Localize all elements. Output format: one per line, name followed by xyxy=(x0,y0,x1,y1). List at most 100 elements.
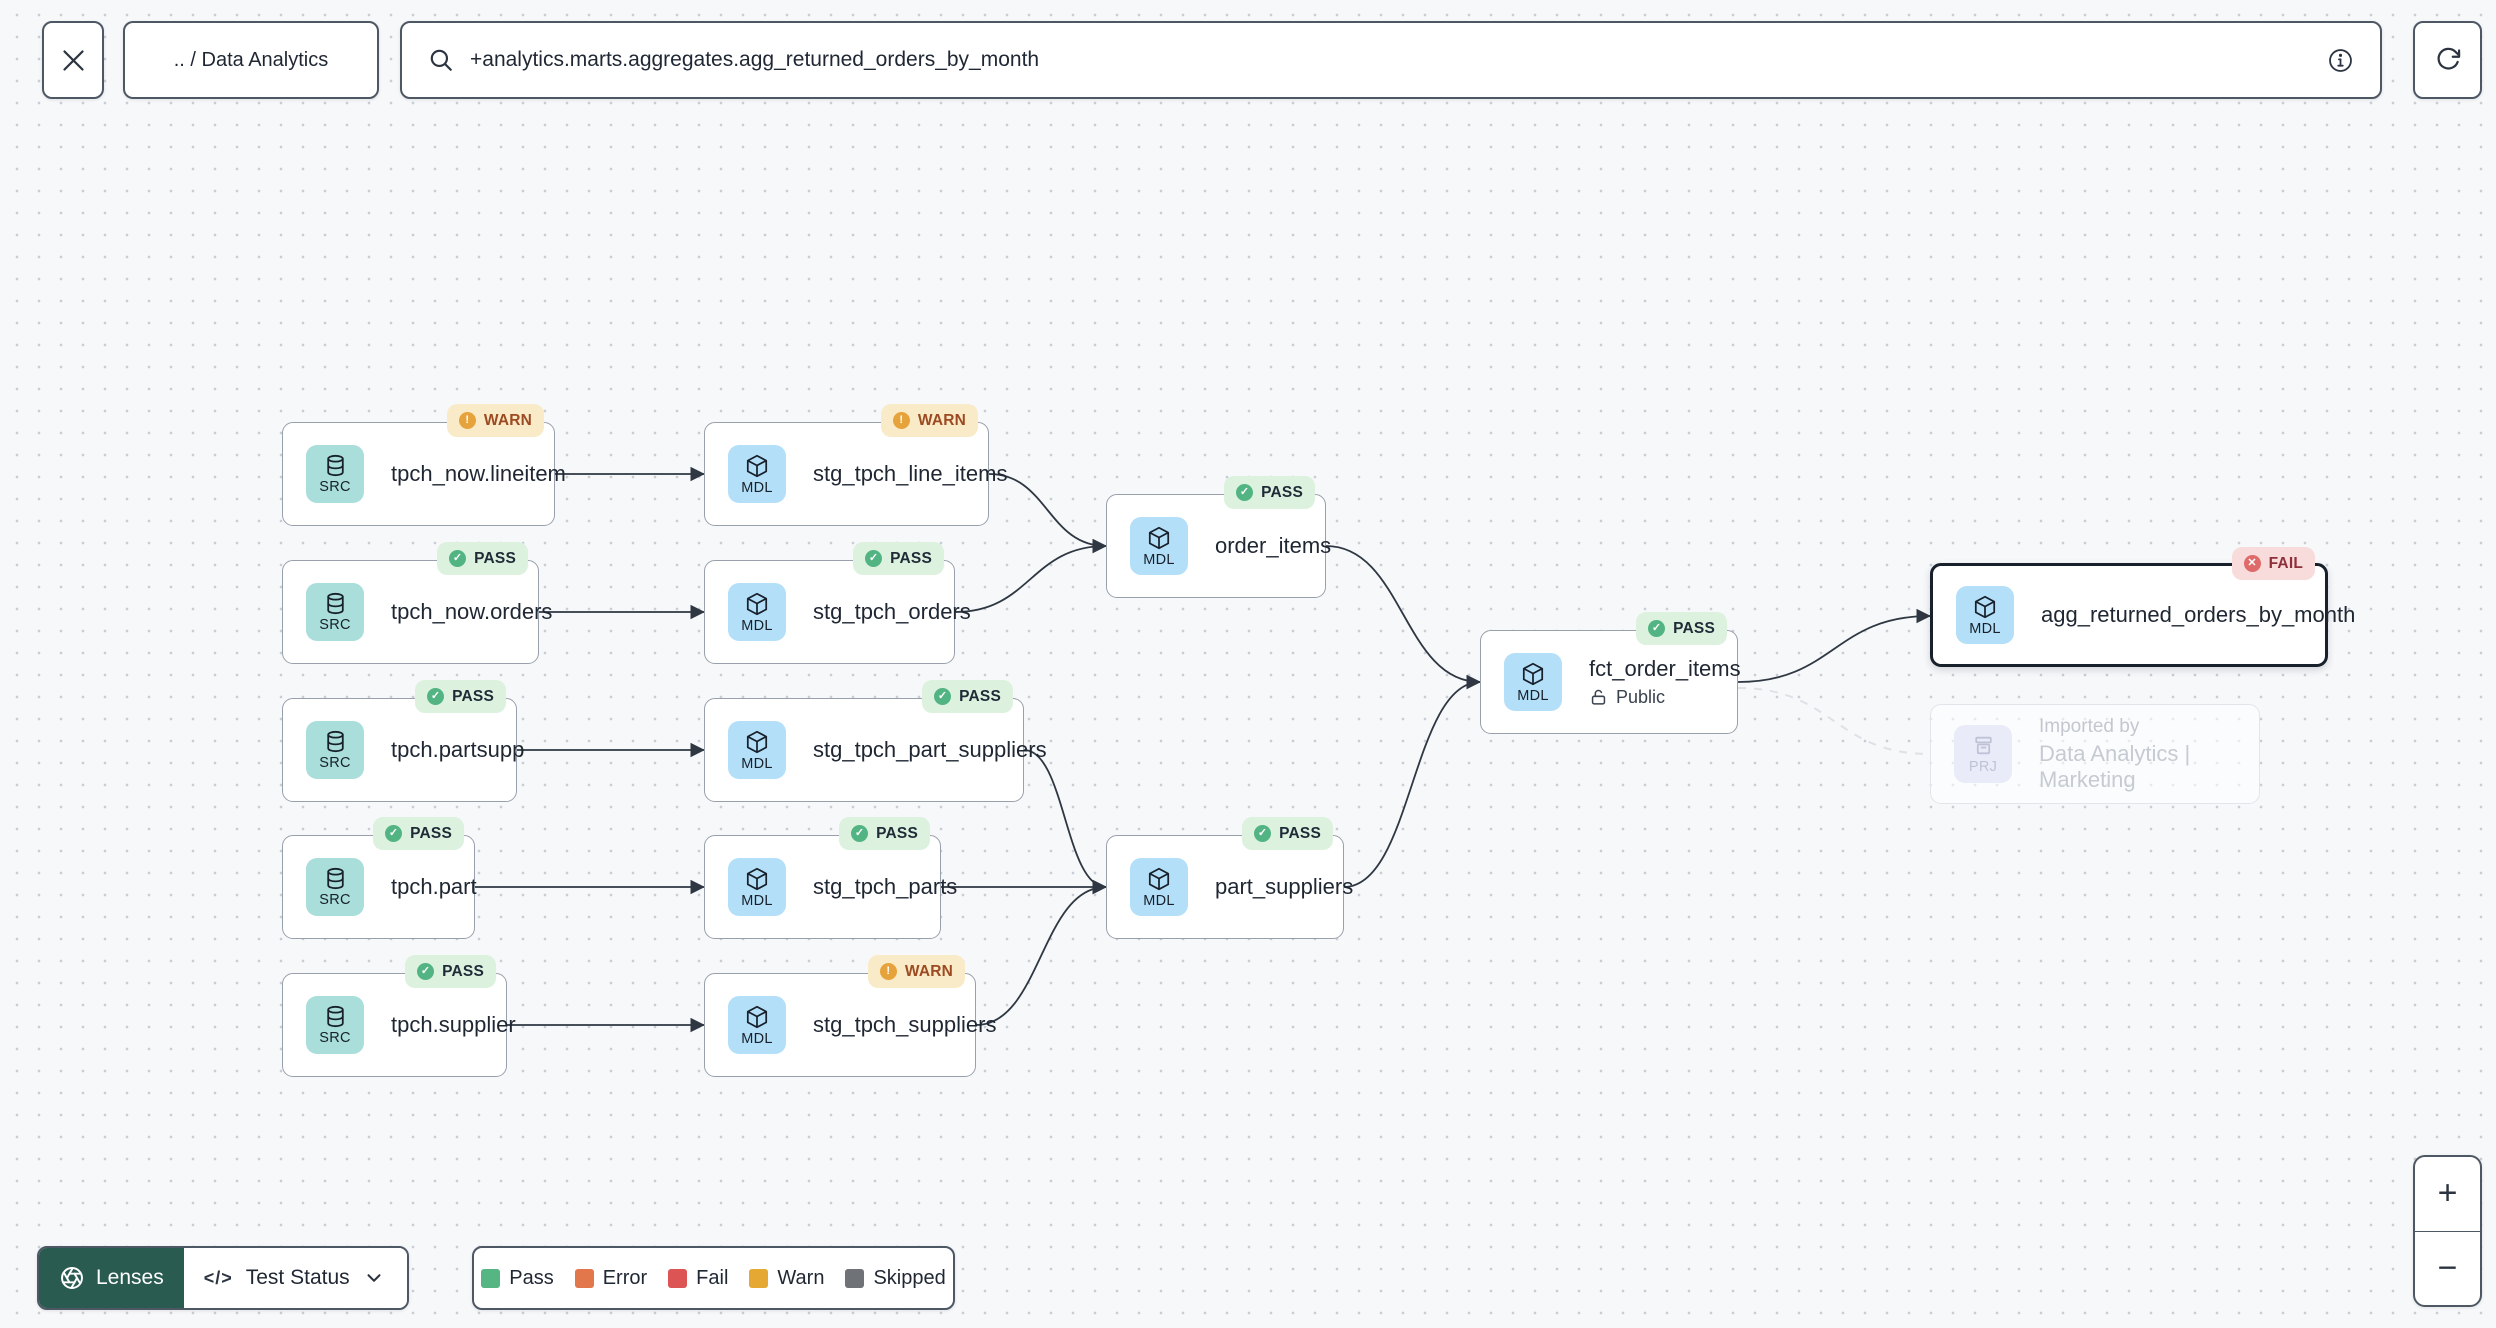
warn-status-icon: ! xyxy=(879,963,897,980)
status-badge-fail: ✕FAIL xyxy=(2231,547,2315,580)
cube-icon: MDL xyxy=(728,445,786,503)
access-label: Public xyxy=(1616,687,1666,707)
project-archive-icon: PRJ xyxy=(1954,725,2012,783)
cube-icon: MDL xyxy=(728,858,786,916)
cube-icon: MDL xyxy=(1130,517,1188,575)
imported-project-name: Data Analytics | Marketing xyxy=(2039,740,2191,792)
database-icon: SRC xyxy=(306,445,364,503)
cube-icon: MDL xyxy=(1956,586,2014,644)
lenses-button[interactable]: Lenses xyxy=(39,1248,184,1308)
status-badge-pass: ✓PASS xyxy=(437,542,528,575)
zoom-out-button[interactable]: − xyxy=(2437,1248,2458,1287)
warn-status-icon: ! xyxy=(458,412,476,429)
node-title: stg_tpch_parts xyxy=(813,874,958,899)
pass-status-icon: ✓ xyxy=(417,963,435,980)
warn-swatch xyxy=(749,1268,769,1288)
node-title: stg_tpch_line_items xyxy=(813,461,1008,486)
test-status-label: Test Status xyxy=(245,1266,350,1289)
node-title: tpch.partsupp xyxy=(391,737,525,762)
skipped-swatch xyxy=(845,1268,865,1288)
fail-status-icon: ✕ xyxy=(2243,555,2261,572)
node-title: tpch_now.orders xyxy=(391,599,553,624)
status-badge-pass: ✓PASS xyxy=(373,817,464,850)
pass-status-icon: ✓ xyxy=(865,550,883,567)
node-imported-by-project[interactable]: PRJ Imported by Data Analytics | Marketing xyxy=(1930,704,2260,804)
cube-icon: MDL xyxy=(1504,653,1562,711)
zoom-in-button[interactable]: + xyxy=(2415,1157,2480,1232)
close-button[interactable] xyxy=(42,21,104,99)
node-tpch_now-lineitem[interactable]: !WARN SRC tpch_now.lineitem xyxy=(282,404,566,526)
test-status-dropdown[interactable]: </> Test Status xyxy=(183,1248,407,1308)
node-title: stg_tpch_part_suppliers xyxy=(813,737,1047,762)
status-badge-pass: ✓PASS xyxy=(839,817,930,850)
database-icon: SRC xyxy=(306,583,364,641)
zoom-control: + − xyxy=(2413,1155,2482,1307)
node-title: tpch_now.lineitem xyxy=(391,461,566,486)
legend-item-warn: Warn xyxy=(749,1267,824,1290)
node-title: stg_tpch_suppliers xyxy=(813,1012,997,1037)
node-title: agg_returned_orders_by_month xyxy=(2041,602,2356,627)
node-stg_tpch_suppliers[interactable]: !WARN MDL stg_tpch_suppliers xyxy=(704,955,996,1077)
pass-status-icon: ✓ xyxy=(934,688,952,705)
status-badge-pass: ✓PASS xyxy=(1242,817,1333,850)
unlock-icon xyxy=(1589,688,1608,707)
cube-icon: MDL xyxy=(728,996,786,1054)
database-icon: SRC xyxy=(306,721,364,779)
node-stg_tpch_orders[interactable]: ✓PASS MDL stg_tpch_orders xyxy=(704,542,971,664)
pass-status-icon: ✓ xyxy=(851,825,869,842)
imported-by-label: Imported by xyxy=(2039,715,2140,737)
node-tpch_now-orders[interactable]: ✓PASS SRC tpch_now.orders xyxy=(282,542,552,664)
node-part_suppliers[interactable]: ✓PASS MDL part_suppliers xyxy=(1106,817,1353,939)
node-title: stg_tpch_orders xyxy=(813,599,971,624)
node-tpch-partsupp[interactable]: ✓PASS SRC tpch.partsupp xyxy=(282,680,524,802)
fail-swatch xyxy=(668,1268,688,1288)
node-title: fct_order_items xyxy=(1589,656,1741,681)
status-badge-pass: ✓PASS xyxy=(1636,612,1727,645)
node-agg_returned_orders_by_month[interactable]: ✕FAIL MDL agg_returned_orders_by_month xyxy=(1930,547,2355,667)
cube-icon: MDL xyxy=(728,583,786,641)
node-title: order_items xyxy=(1215,533,1332,558)
status-badge-warn: !WARN xyxy=(867,955,965,988)
close-icon xyxy=(60,47,87,74)
cube-icon: MDL xyxy=(1130,858,1188,916)
chevron-down-icon xyxy=(363,1267,385,1289)
pass-status-icon: ✓ xyxy=(385,825,403,842)
info-circle-icon[interactable] xyxy=(2327,47,2354,74)
node-stg_tpch_parts[interactable]: ✓PASS MDL stg_tpch_parts xyxy=(704,817,957,939)
search-bar xyxy=(400,21,2382,99)
node-order_items[interactable]: ✓PASS MDL order_items xyxy=(1106,476,1331,598)
status-badge-pass: ✓PASS xyxy=(405,955,496,988)
legend-item-skipped: Skipped xyxy=(845,1267,946,1290)
node-stg_tpch_line_items[interactable]: !WARN MDL stg_tpch_line_items xyxy=(704,404,1007,526)
database-icon: SRC xyxy=(306,858,364,916)
database-icon: SRC xyxy=(306,996,364,1054)
status-badge-pass: ✓PASS xyxy=(1224,476,1315,509)
status-badge-pass: ✓PASS xyxy=(922,680,1013,713)
legend-item-pass: Pass xyxy=(481,1267,554,1290)
test-status-legend: Pass Error Fail Warn Skipped xyxy=(472,1246,955,1310)
status-badge-warn: !WARN xyxy=(446,404,544,437)
pass-status-icon: ✓ xyxy=(449,550,467,567)
magnifier-icon xyxy=(428,47,454,73)
legend-item-error: Error xyxy=(574,1267,647,1290)
status-badge-warn: !WARN xyxy=(880,404,978,437)
aperture-icon xyxy=(59,1265,85,1291)
pass-status-icon: ✓ xyxy=(1236,484,1254,501)
breadcrumb[interactable]: .. / Data Analytics xyxy=(123,21,379,99)
lenses-label: Lenses xyxy=(96,1266,164,1289)
warn-status-icon: ! xyxy=(892,412,910,429)
lenses-control: Lenses </> Test Status xyxy=(37,1246,409,1310)
node-title: part_suppliers xyxy=(1215,874,1354,899)
status-badge-pass: ✓PASS xyxy=(853,542,944,575)
pass-status-icon: ✓ xyxy=(1254,825,1272,842)
search-input[interactable] xyxy=(470,48,2311,72)
status-badge-pass: ✓PASS xyxy=(415,680,506,713)
error-swatch xyxy=(574,1268,594,1288)
refresh-button[interactable] xyxy=(2413,21,2482,99)
